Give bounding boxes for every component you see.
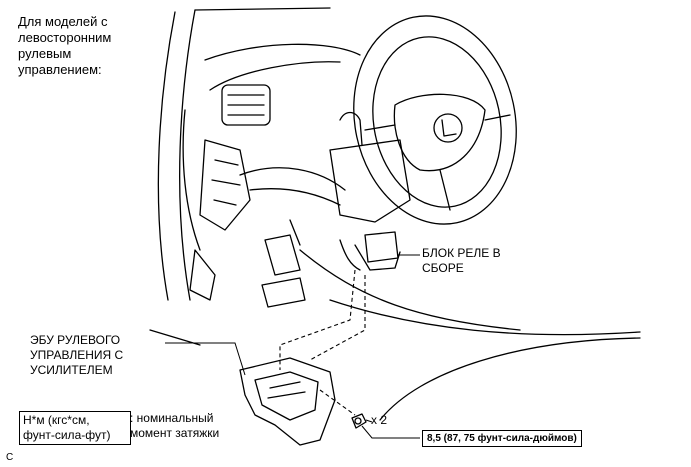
legend-units-box: Н*м (кгс*см, фунт-сила-фут) [19,411,131,445]
ecu-label: ЭБУ РУЛЕВОГО УПРАВЛЕНИЯ С УСИЛИТЕЛЕМ [30,333,124,377]
torque-value-box: 8,5 (87, 75 фунт-сила-дюймов) [422,430,582,447]
heading-text: Для моделей с левосторонним рулевым упра… [18,14,112,77]
figure-code: C [6,452,14,463]
relay-block-label: БЛОК РЕЛЕ В СБОРЕ [422,246,501,275]
legend-description: : номинальный момент затяжки [130,411,220,440]
fastener-count-label: x 2 [371,413,388,427]
